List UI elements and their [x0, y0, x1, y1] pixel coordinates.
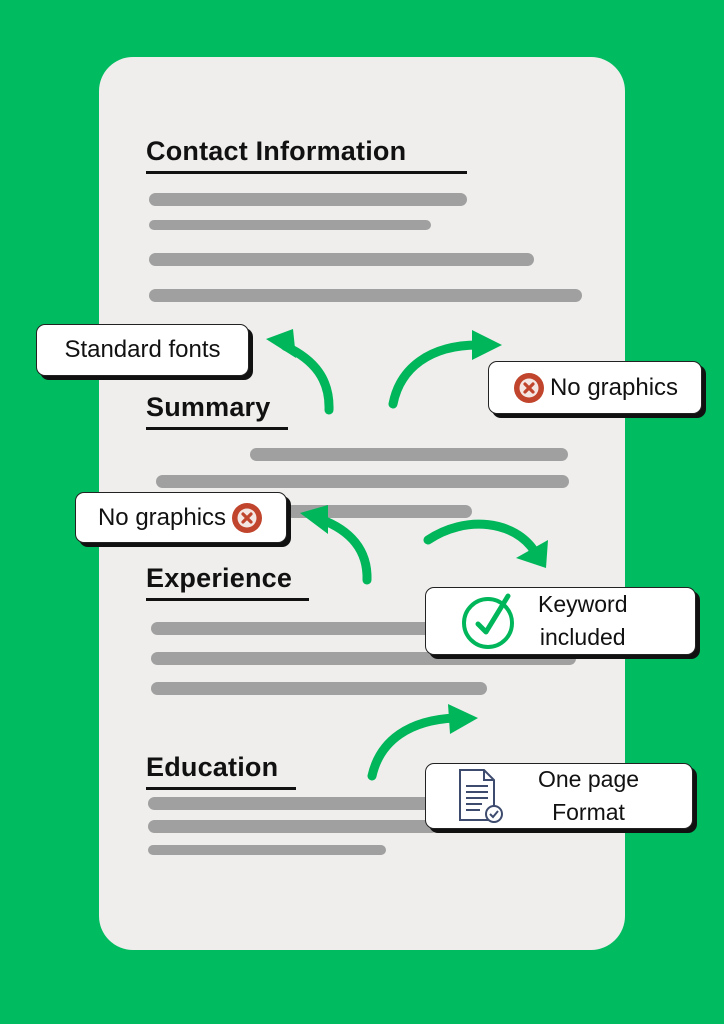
callout-no-graphics-left: No graphics — [75, 492, 287, 543]
placeholder-line — [156, 475, 569, 488]
heading-education: Education — [146, 752, 296, 790]
heading-experience: Experience — [146, 563, 309, 601]
callout-standard-fonts: Standard fonts — [36, 324, 249, 376]
callout-keyword-included: Keyword included — [425, 587, 696, 655]
heading-summary: Summary — [146, 392, 288, 430]
placeholder-line — [148, 820, 438, 833]
placeholder-line — [148, 797, 448, 810]
x-circle-icon — [232, 502, 263, 533]
document-check-icon — [459, 769, 503, 823]
placeholder-line — [149, 289, 582, 302]
placeholder-line — [151, 652, 576, 665]
placeholder-line — [149, 253, 534, 266]
placeholder-line — [151, 622, 441, 635]
placeholder-line — [149, 193, 467, 206]
callout-no-graphics-right: No graphics — [488, 361, 702, 414]
placeholder-line — [151, 682, 487, 695]
placeholder-line — [149, 220, 431, 230]
check-circle-icon — [462, 593, 514, 649]
callout-one-page-format: One page Format — [425, 763, 693, 829]
x-circle-icon — [513, 372, 544, 403]
placeholder-line — [286, 505, 472, 518]
heading-contact-information: Contact Information — [146, 136, 467, 174]
placeholder-line — [148, 845, 386, 855]
placeholder-line — [250, 448, 568, 461]
